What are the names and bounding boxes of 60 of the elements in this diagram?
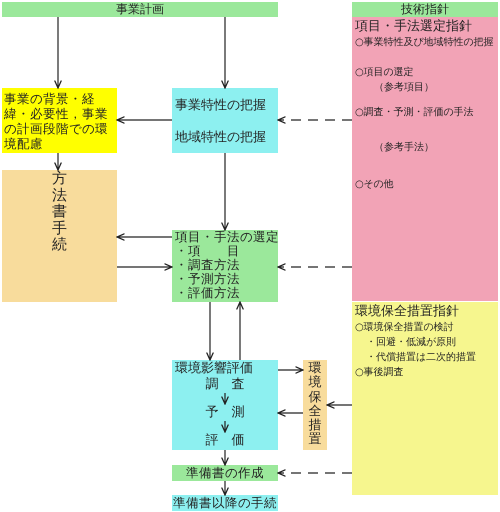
process-box bbox=[172, 360, 278, 450]
arrow bbox=[277, 116, 352, 124]
arrow bbox=[278, 366, 304, 374]
box-label: （参考項目） bbox=[374, 82, 434, 94]
arrow bbox=[221, 421, 229, 433]
box-label: ・回避・低減が原則 bbox=[366, 337, 456, 349]
box-label: 項目・手法の選定 bbox=[175, 230, 275, 244]
process-box bbox=[2, 170, 117, 302]
guideline-panel bbox=[352, 17, 498, 301]
box-label: ・調査方法 bbox=[175, 258, 241, 272]
box-label: 準備書以降の手続 bbox=[172, 495, 278, 511]
process-box bbox=[172, 88, 278, 153]
process-box bbox=[172, 230, 278, 302]
header-bar bbox=[2, 2, 278, 17]
box-label: 評 価 bbox=[204, 432, 246, 449]
box-label: 環境保全措置 bbox=[308, 362, 322, 448]
arrow bbox=[116, 116, 172, 124]
box-label: ○事業特性及び地域特性の把握 bbox=[355, 37, 494, 49]
box-label: 環境影響評価 bbox=[175, 361, 253, 377]
arrow bbox=[221, 481, 229, 496]
box-label: ○項目の選定 bbox=[355, 67, 414, 79]
guideline-panel bbox=[352, 302, 498, 495]
process-box bbox=[2, 88, 117, 153]
arrow bbox=[277, 409, 303, 417]
box-label: 方法書手続 bbox=[52, 170, 67, 252]
box-label: ・項 目 bbox=[175, 244, 241, 258]
box-label: 事業特性の把握 bbox=[175, 98, 266, 114]
box-label: ○調査・予測・評価の手法 bbox=[355, 107, 474, 119]
arrow bbox=[326, 401, 352, 409]
box-label: 技術指針 bbox=[400, 2, 450, 17]
box-label: 調 査 bbox=[204, 376, 246, 393]
arrow bbox=[221, 153, 229, 231]
box-label: 事業の背景・経緯・必要性，事業の計画段階での環境配慮 bbox=[4, 91, 109, 151]
box-label: ○環境保全措置の検討 bbox=[355, 322, 454, 334]
box-label: ○事後調査 bbox=[355, 367, 404, 379]
box-label: ○その他 bbox=[355, 179, 394, 191]
arrow bbox=[54, 17, 62, 89]
process-box bbox=[303, 360, 327, 450]
panel-heading: 環境保全措置指針 bbox=[355, 304, 459, 320]
box-label: 地域特性の把握 bbox=[175, 130, 266, 146]
arrow bbox=[54, 153, 62, 171]
arrow bbox=[206, 302, 214, 361]
box-label: 予 測 bbox=[204, 404, 246, 421]
box-label: 事業計画 bbox=[115, 2, 165, 17]
box-label: （参考手法） bbox=[374, 142, 434, 154]
box-label: ・代償措置は二次的措置 bbox=[366, 352, 476, 364]
arrow bbox=[221, 17, 229, 89]
box-label: ・予測方法 bbox=[175, 272, 241, 286]
arrow bbox=[236, 301, 244, 360]
box-label: ・評価方法 bbox=[175, 286, 241, 300]
arrow bbox=[117, 263, 173, 271]
panel-heading: 項目・手法選定指針 bbox=[355, 19, 472, 35]
arrow bbox=[277, 469, 352, 477]
arrow bbox=[221, 450, 229, 466]
process-box bbox=[172, 465, 278, 481]
header-bar bbox=[352, 2, 498, 17]
arrow bbox=[221, 393, 229, 405]
arrow bbox=[277, 263, 352, 271]
arrow bbox=[116, 233, 172, 241]
box-label: 準備書の作成 bbox=[185, 465, 265, 481]
